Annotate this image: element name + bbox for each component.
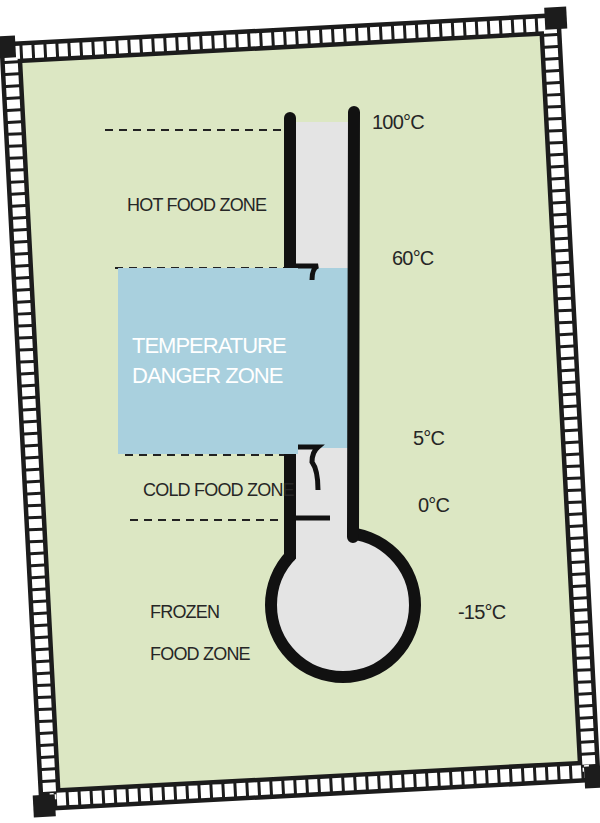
danger-zone-fill	[296, 268, 348, 448]
card	[0, 7, 600, 818]
frame-corner	[584, 765, 600, 788]
scale-notch	[292, 516, 330, 521]
card-frame	[11, 24, 589, 799]
frame-corner	[33, 794, 56, 817]
thermometer-tube	[296, 122, 348, 580]
card-frame-pattern	[11, 24, 589, 799]
temperature-mark: -15°C	[458, 598, 505, 626]
temperature-mark: 60°C	[392, 244, 434, 272]
temperature-mark: 5°C	[413, 424, 444, 452]
dashed-divider	[125, 454, 296, 456]
temperature-mark: 100°C	[372, 108, 424, 136]
dashed-divider	[105, 129, 286, 131]
temperature-mark: 0°C	[418, 491, 449, 519]
zone-label: COLD FOOD ZONE	[143, 476, 294, 504]
danger-zone-band: TEMPERATURE DANGER ZONE	[118, 268, 298, 454]
frame-corner	[544, 7, 567, 30]
zone-label: FROZEN FOOD ZONE	[150, 591, 260, 675]
thermometer-wall	[353, 112, 354, 537]
frame-corner	[0, 35, 16, 58]
zone-label: HOT FOOD ZONE	[127, 191, 266, 219]
zone-title: TEMPERATURE DANGER ZONE	[132, 331, 292, 391]
